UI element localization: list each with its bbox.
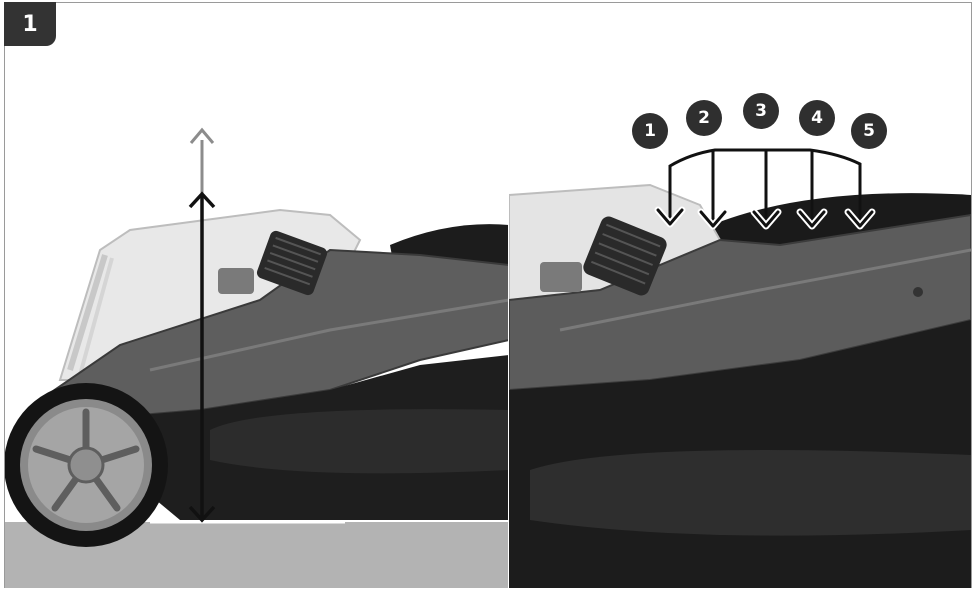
height-position-badge-3: 3 (743, 93, 779, 129)
left-panel-side-view (4, 210, 509, 588)
figure-number-badge: 1 (4, 2, 56, 46)
right-panel-closeup (509, 185, 971, 588)
height-position-badge-4: 4 (799, 100, 835, 136)
height-position-badge-5: 5 (851, 113, 887, 149)
height-position-badge-1: 1 (632, 113, 668, 149)
height-position-badge-2: 2 (686, 100, 722, 136)
